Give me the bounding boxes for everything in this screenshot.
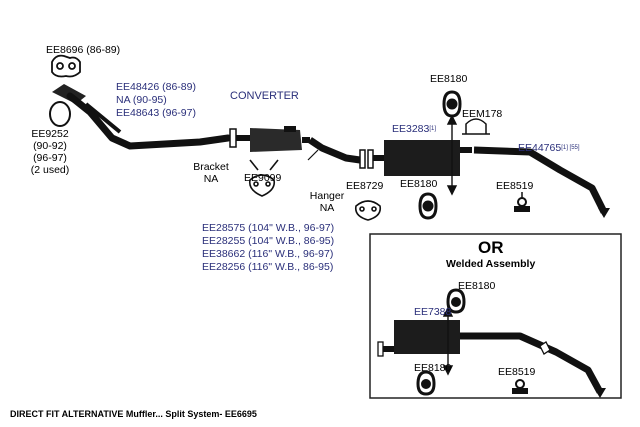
label-ee38662: EE38662 (116" W.B., 96-97): [202, 248, 334, 260]
label-alt-ee8519: EE8519: [498, 366, 536, 378]
hanger-ee8519: [514, 192, 530, 212]
muffler-ee3283: [373, 140, 472, 176]
hanger-ee8180-bottom: [418, 192, 438, 220]
label-alt-ee8180-top: EE8180: [458, 280, 496, 292]
label-ee48643: EE48643 (96-97): [116, 107, 196, 119]
label-na-90-95: NA (90-95): [116, 94, 167, 106]
hanger-ee8180-alt-bottom: [416, 370, 436, 396]
label-alt-ee7388: EE7388: [414, 306, 452, 318]
intermediate-pipe: [307, 137, 374, 169]
label-ee8519: EE8519: [496, 180, 534, 192]
label-ee3283: EE3283[1]: [392, 123, 437, 135]
label-ee8180-bottom: EE8180: [400, 178, 438, 190]
catalytic-converter: [236, 126, 310, 152]
label-ee28255: EE28255 (104" W.B., 86-95): [202, 235, 335, 247]
welded-assembly: [377, 320, 606, 398]
label-ee8180-top: EE8180: [430, 73, 468, 85]
caption: DIRECT FIT ALTERNATIVE Muffler... Split …: [10, 409, 257, 419]
label-bracket: Bracket NA: [193, 161, 229, 185]
alternative-frame: [369, 233, 622, 399]
clamp-eem178: [462, 118, 490, 135]
arrow-alt-vertical: [442, 306, 454, 376]
clamp-front: [229, 128, 237, 148]
gasket-ee8729: [354, 200, 382, 221]
label-alt-ee8180-bottom: EE8180: [414, 362, 452, 374]
label-ee28575: EE28575 (104" W.B., 96-97): [202, 222, 335, 234]
label-ee44765: EE44765[1] [55]: [518, 142, 580, 154]
label-ee48426: EE48426 (86-89): [116, 81, 196, 93]
hanger-ee8519-alt: [512, 379, 528, 394]
front-pipe: [52, 84, 232, 150]
hanger-ee8180-top: [442, 90, 462, 118]
label-ee28256: EE28256 (116" W.B., 86-95): [202, 261, 334, 273]
gasket-ee9099: [248, 159, 279, 197]
label-eem178: EEM178: [462, 108, 503, 120]
alternative-or-title: OR: [478, 238, 504, 257]
label-converter: CONVERTER: [230, 90, 299, 102]
flange-ee8696: [51, 54, 81, 78]
label-hanger: Hanger NA: [309, 190, 345, 214]
alternative-subtitle: Welded Assembly: [446, 258, 536, 270]
label-ee9252: EE9252 (90-92) (96-97) (2 used): [30, 128, 70, 176]
tailpipe-ee44765: [473, 146, 610, 218]
gasket-ee9252: [49, 101, 71, 127]
hanger-ee8180-alt-top: [446, 288, 466, 314]
label-ee8729: EE8729: [346, 180, 384, 192]
label-ee8696: EE8696 (86-89): [46, 44, 121, 56]
label-ee9099: EE9099: [244, 172, 282, 184]
arrow-muffler-vertical: [446, 114, 458, 196]
